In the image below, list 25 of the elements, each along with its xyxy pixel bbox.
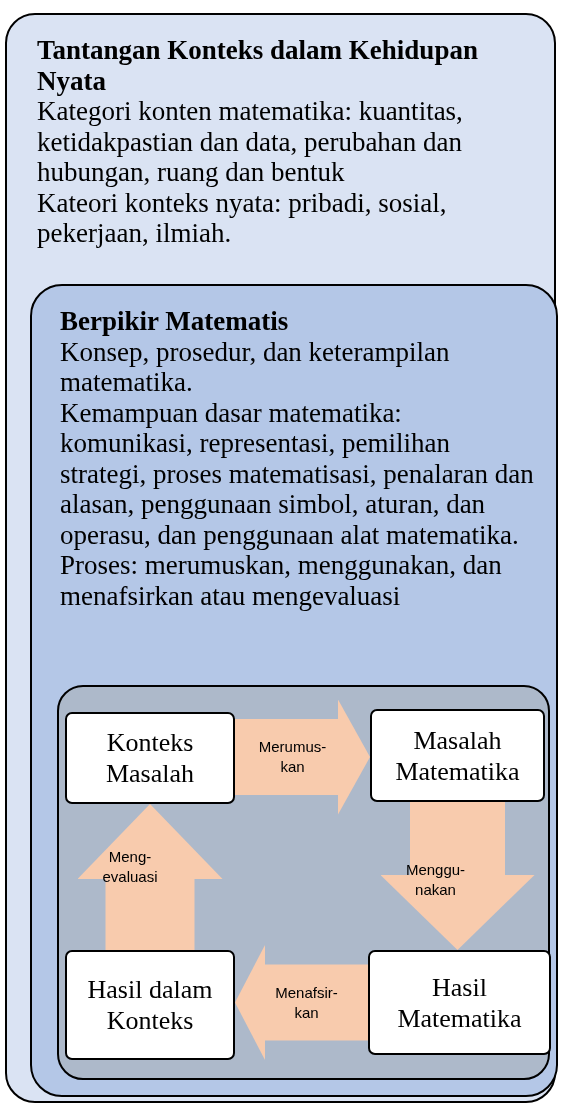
panel-text: Kemampuan dasar matematika: komunikasi, representasi, pemilihan strategi, proses matematisasi, penalaran dan alasan, penggunaan simbol, aturan, dan operasu, dan penggunaan alat matematika. bbox=[60, 397, 535, 550]
edge-label: Menggu- nakan bbox=[404, 860, 467, 900]
panel-text: Kategori konten matematika: kuantitas, ketidakpastian dan data, perubahan dan hubungan, ruang dan bentuk bbox=[37, 96, 464, 188]
process-box bbox=[65, 950, 235, 1060]
panel-heading: Berpikir Matematis bbox=[60, 306, 290, 337]
block-arrow bbox=[77, 804, 223, 950]
inner-panel bbox=[30, 284, 558, 1097]
panel-text: Proses: merumuskan, menggunakan, dan menafsirkan atau mengevaluasi bbox=[60, 550, 503, 611]
panel-heading: Tantangan Konteks dalam Kehidupan Nyata bbox=[37, 35, 479, 96]
box-label: Masalah Matematika bbox=[394, 724, 521, 787]
process-box bbox=[368, 950, 551, 1055]
edge-label: Meng- evaluasi bbox=[101, 847, 159, 887]
box-label: Hasil Matematika bbox=[396, 971, 523, 1034]
block-arrow bbox=[380, 802, 535, 950]
process-box bbox=[370, 709, 545, 802]
edge-label: Merumus- kan bbox=[257, 737, 328, 777]
block-arrow bbox=[235, 945, 368, 1060]
edge-label: Menafsir- kan bbox=[274, 982, 339, 1023]
box-label: Konteks Masalah bbox=[104, 727, 196, 789]
panel-text: Konsep, prosedur, dan keterampilan matematika. bbox=[60, 336, 451, 398]
process-box bbox=[65, 712, 235, 804]
panel-text: Kateori konteks nyata: pribadi, sosial, pekerjaan, ilmiah. bbox=[37, 187, 448, 249]
box-label: Hasil dalam Konteks bbox=[86, 974, 214, 1036]
cycle-panel bbox=[57, 685, 550, 1080]
outer-panel bbox=[5, 13, 556, 1103]
